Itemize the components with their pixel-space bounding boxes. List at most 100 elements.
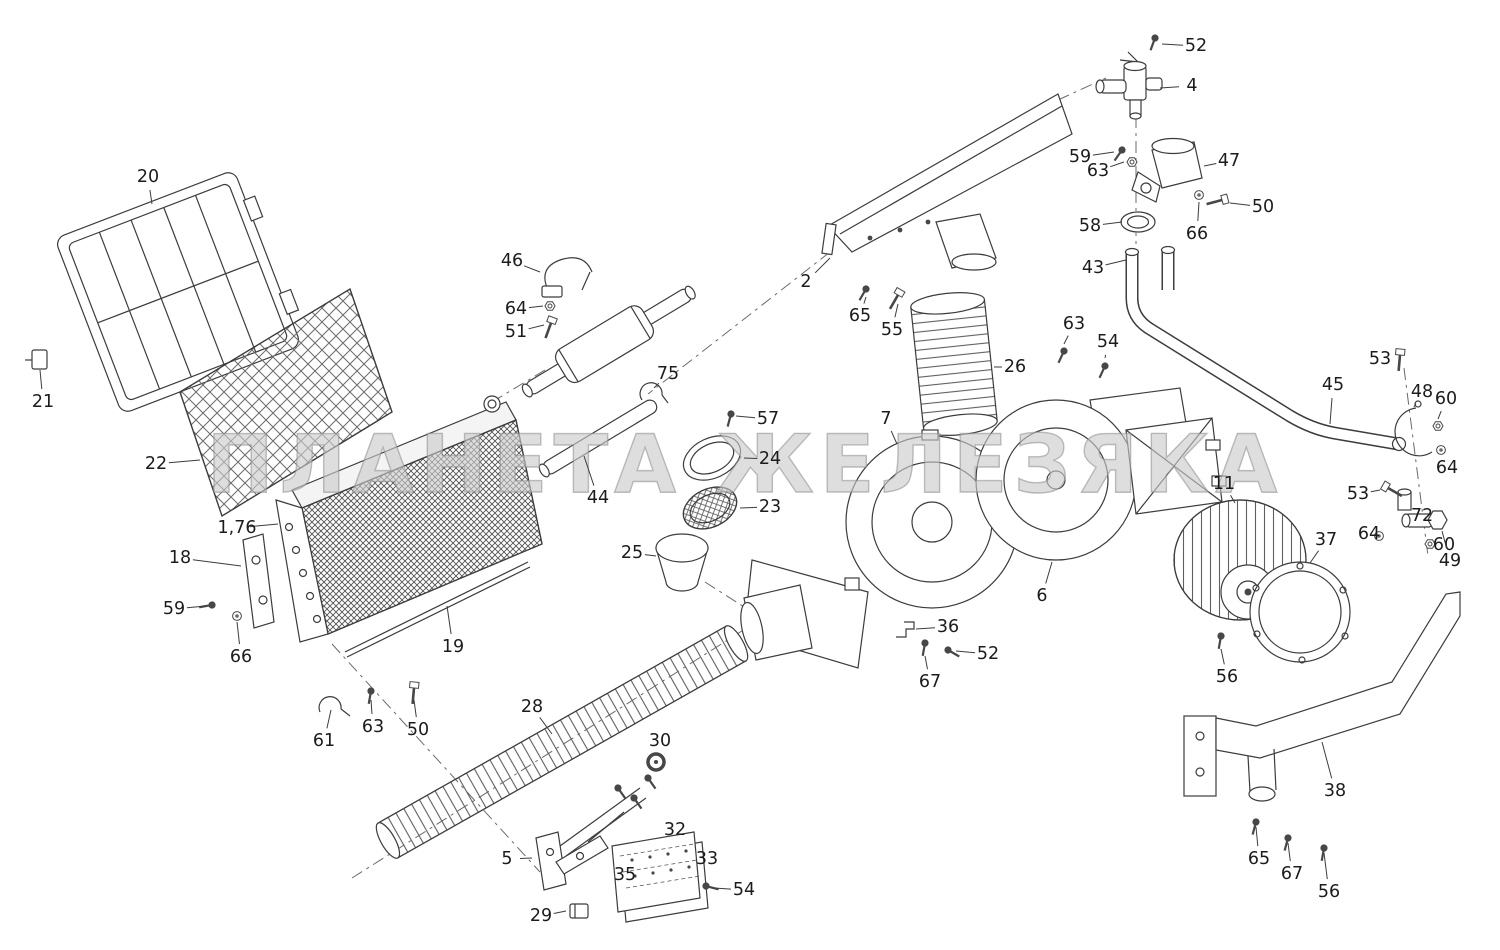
- callout-leader-1,76: [249, 523, 279, 528]
- callout-leader-7: [890, 430, 898, 445]
- callout-leader-24: [743, 457, 758, 459]
- callout-label-64: 64: [1358, 524, 1380, 544]
- callout-label-45: 45: [1322, 375, 1344, 395]
- callout-label-32: 32: [664, 820, 686, 840]
- callout-label-37: 37: [1315, 530, 1337, 550]
- callout-leader-23: [739, 506, 758, 509]
- callout-label-7: 7: [880, 409, 891, 429]
- washer-66b-icon: [232, 611, 242, 621]
- callout-leader-2: [814, 257, 831, 274]
- callout-leader-64: [528, 305, 544, 309]
- callout-label-19: 19: [442, 637, 464, 657]
- part-49-fitting: [1401, 510, 1448, 530]
- callout-label-26: 26: [1004, 357, 1026, 377]
- callout-leader-5: [519, 857, 533, 859]
- screw-54-icon: [1095, 360, 1111, 381]
- callout-label-54: 54: [1097, 332, 1119, 352]
- callout-label-57: 57: [757, 409, 779, 429]
- callout-leader-52: [955, 650, 976, 654]
- callout-leader-63: [370, 699, 373, 715]
- callout-label-75: 75: [657, 364, 679, 384]
- screw-65-icon: [855, 282, 873, 304]
- callout-leader-67: [924, 655, 928, 670]
- screw-52-icon: [1146, 32, 1161, 53]
- callout-leader-60: [1437, 410, 1442, 420]
- callout-label-51: 51: [505, 322, 527, 342]
- part-38-lower-shroud: [1183, 591, 1461, 802]
- callout-label-60: 60: [1435, 389, 1457, 409]
- screw-5c-icon: [641, 771, 660, 792]
- callout-leader-36: [915, 627, 936, 630]
- part-43-45-pipes: [1124, 245, 1407, 452]
- callout-leader-59: [1092, 151, 1115, 156]
- callout-label-4: 4: [1186, 76, 1197, 96]
- callout-leader-22: [168, 459, 201, 464]
- callout-leader-25: [644, 554, 657, 557]
- callout-label-63: 63: [362, 717, 384, 737]
- callout-label-59: 59: [1069, 147, 1091, 167]
- callout-leader-28: [539, 717, 553, 735]
- part-37-ring-gasket: [1249, 561, 1351, 664]
- callout-label-72: 72: [1411, 506, 1433, 526]
- callout-label-60: 60: [1433, 535, 1455, 555]
- callout-label-29: 29: [530, 906, 552, 926]
- callout-label-59: 59: [163, 599, 185, 619]
- callout-label-52: 52: [1185, 36, 1207, 56]
- part-29-clip: [569, 903, 589, 919]
- part-58-clamp-ring: [1120, 211, 1156, 233]
- part-6-fan-housing-rear: [975, 387, 1227, 561]
- screw-56-icon: [1214, 630, 1227, 651]
- part-75-clamp: [639, 382, 669, 404]
- part-26-corrugated-hose: [910, 292, 998, 436]
- part-24-ring: [682, 435, 742, 481]
- screw-63b-icon: [364, 685, 377, 706]
- part-61-clamp: [318, 696, 351, 717]
- callout-label-30: 30: [649, 731, 671, 751]
- part-22-mesh-screen: [179, 287, 393, 518]
- callout-leader-53: [1370, 489, 1381, 493]
- callout-label-23: 23: [759, 497, 781, 517]
- screw-59-icon: [1110, 143, 1129, 164]
- callout-label-24: 24: [759, 449, 781, 469]
- part-32-33-plates: [611, 831, 709, 923]
- washer-66-icon: [1194, 190, 1204, 200]
- callout-label-25: 25: [621, 543, 643, 563]
- callout-label-54: 54: [733, 880, 755, 900]
- callout-label-43: 43: [1082, 258, 1104, 278]
- screw-67-icon: [918, 637, 931, 658]
- bolt-50-icon: [1204, 192, 1231, 210]
- callout-leader-38: [1321, 741, 1333, 779]
- part-18-side-plate: [242, 533, 275, 629]
- callout-leader-50: [1229, 202, 1251, 206]
- callout-leader-47: [1203, 163, 1217, 167]
- part-19-seal-strip: [344, 561, 531, 658]
- part-44-tube: [538, 399, 658, 478]
- part-30-grommet: [646, 752, 666, 772]
- nut-60-icon: [1432, 421, 1444, 431]
- part-21-clip: [25, 349, 48, 370]
- bolt-50b-icon: [406, 680, 421, 706]
- part-1-76-radiator-core: [275, 395, 543, 643]
- callout-label-20: 20: [137, 167, 159, 187]
- callout-label-1,76: 1,76: [218, 518, 257, 538]
- part-7-fan-housing: [740, 429, 1023, 669]
- callout-label-61: 61: [313, 731, 335, 751]
- callout-leader-67: [1287, 842, 1291, 862]
- callout-leader-50: [413, 699, 417, 718]
- callout-leader-4: [1159, 86, 1180, 89]
- callout-leader-66: [1197, 201, 1200, 222]
- callout-label-38: 38: [1324, 781, 1346, 801]
- callout-label-33: 33: [696, 849, 718, 869]
- callout-leader-54: [713, 887, 732, 890]
- callout-label-50: 50: [407, 720, 429, 740]
- callout-leader-57: [735, 415, 756, 419]
- callout-leader-56: [1220, 648, 1225, 665]
- callout-label-11: 11: [1213, 474, 1235, 494]
- callout-leader-18: [192, 559, 242, 567]
- callout-label-67: 67: [1281, 864, 1303, 884]
- callout-label-67: 67: [919, 672, 941, 692]
- part-20-filter-panel: [57, 172, 300, 412]
- callout-leader-45: [1329, 397, 1333, 425]
- callout-leader-43: [1105, 259, 1127, 266]
